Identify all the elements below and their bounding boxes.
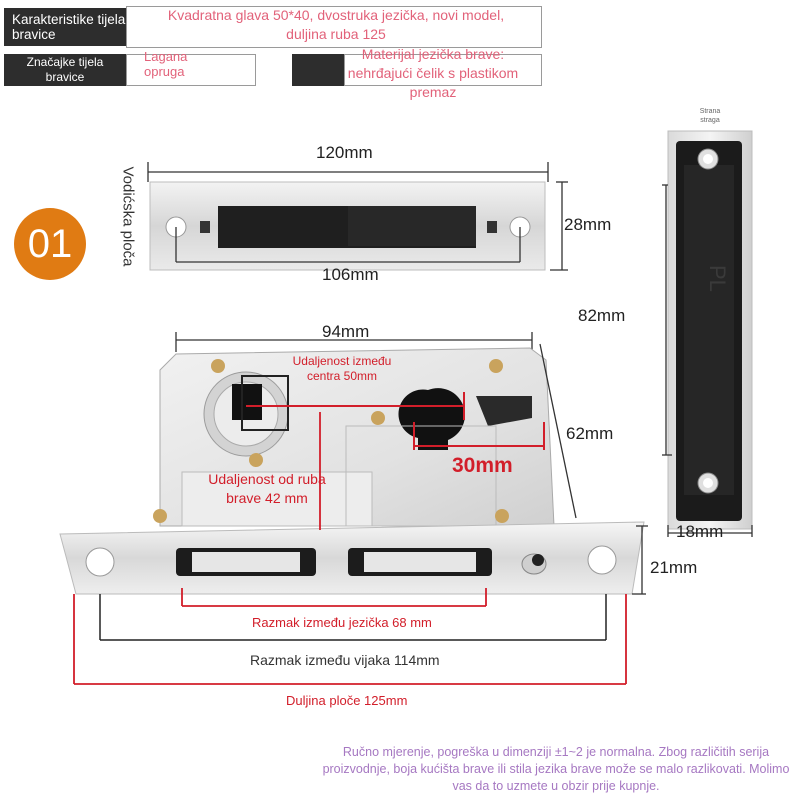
lock-body-drawing [59,332,648,685]
spec-row2-value-text: Lagana opruga [144,49,188,79]
faceplate-height: 21mm [650,558,698,577]
backset-label: Udaljenost od ruba brave 42 mm [208,471,326,506]
guide-plate-drawing [147,162,568,271]
side-view-drawing: PL [662,130,753,537]
spec-row2-material-text: Materijal jezička brave: nehrđajući čeli… [347,46,519,100]
step-badge: 01 [14,208,86,280]
svg-text:PL: PL [705,265,730,292]
spec-row2-material-label [292,54,344,86]
plate-length-label: Duljina ploče 125mm [286,693,408,708]
guide-plate-height: 28mm [564,215,612,234]
spec-row1-value [126,6,542,48]
step-badge-number: 01 [27,222,73,266]
side-view-label: Strana straga [699,108,721,124]
lock-body-height: 62mm [566,424,614,443]
spec-row2-material-value [344,54,542,86]
guide-plate-side-label: Vodićska ploča [119,166,137,267]
side-view-height: 82mm [578,306,626,325]
spec-row1-value-text: Kvadratna glava 50*40, dvostruka jezička… [167,7,505,42]
latch-spacing-label: Razmak između jezička 68 mm [252,615,432,630]
faceplate-hole-right [587,545,617,575]
screw-spacing-label: Razmak između vijaka 114mm [250,652,440,668]
guide-plate-width: 120mm [316,143,373,162]
guide-plate-hole-spacing: 106mm [322,265,379,284]
lock-body-width: 94mm [322,322,370,341]
spec-row2-label: Značajke tijela bravice [4,54,126,86]
center-distance-label: Udaljenost između centra 50mm [292,354,392,383]
faceplate-hole-left [85,547,115,577]
spec-row1-label: Karakteristike tijela bravice [4,8,126,46]
lock-cylinder-hole [398,388,465,450]
cylinder-offset-label: 30mm [452,454,513,477]
footer-disclaimer: Ručno mjerenje, pogreška u dimenziji ±1~… [322,745,790,793]
side-view-width: 18mm [676,522,724,541]
spec-row2-value [126,54,256,86]
